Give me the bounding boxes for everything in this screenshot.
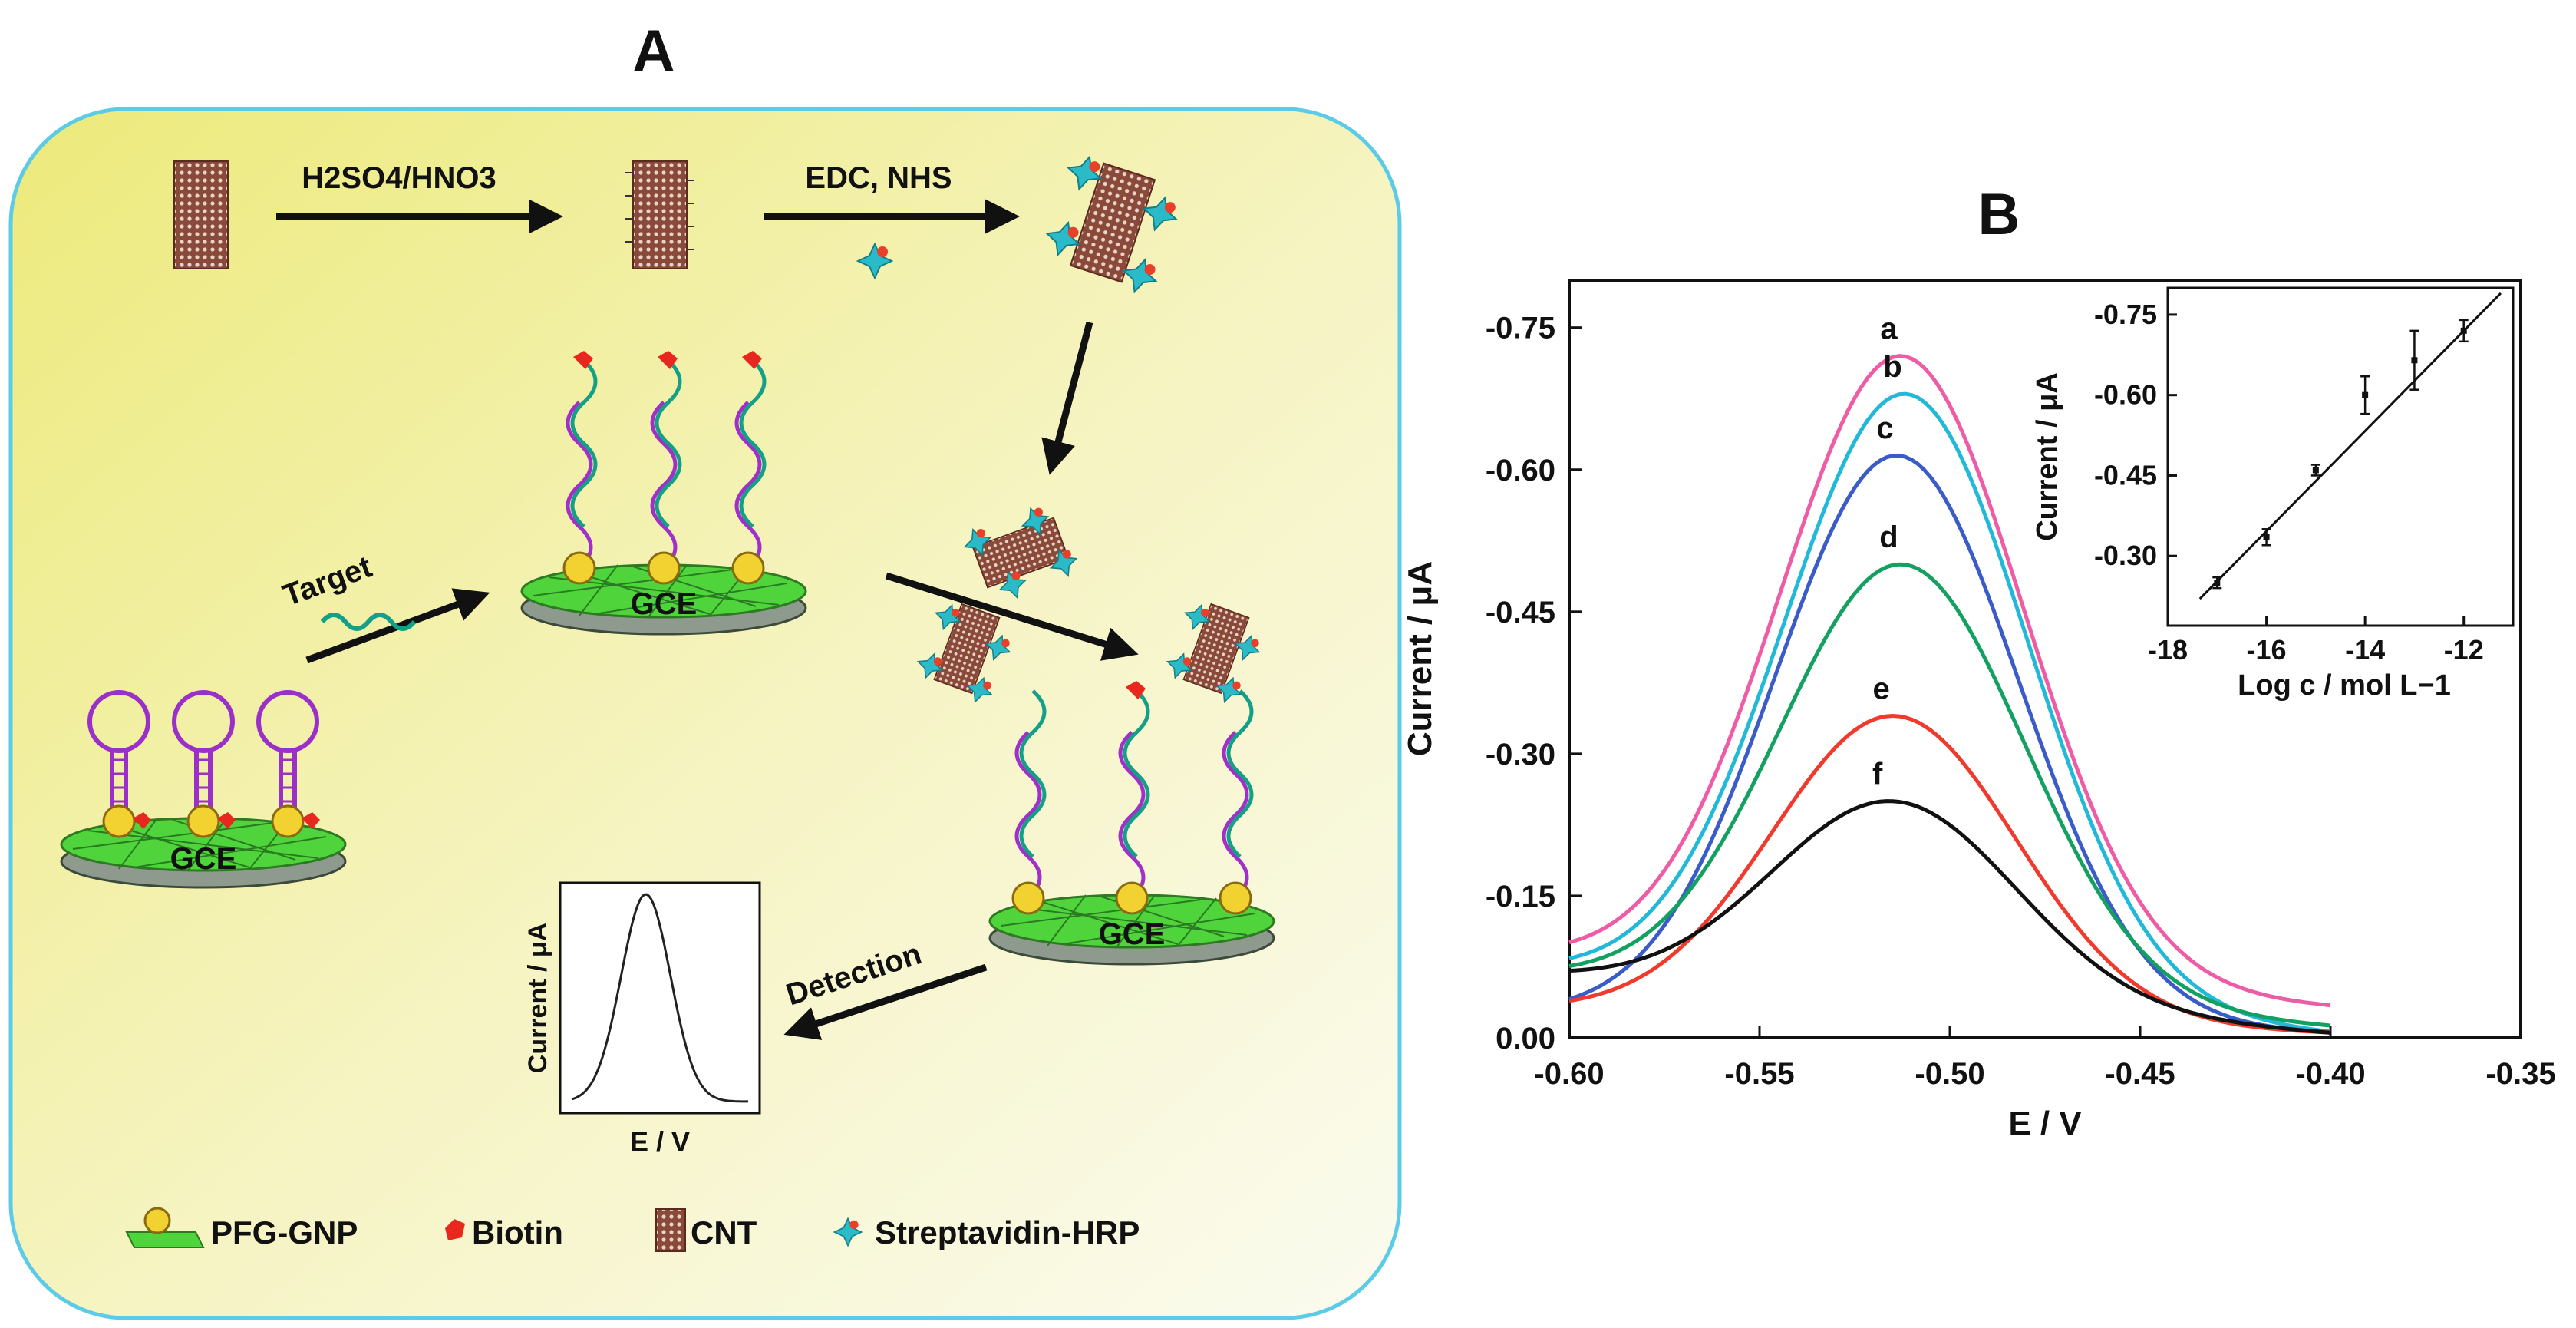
panel-a-background [8,107,1402,1320]
coupling-label: EDC, NHS [805,161,952,195]
dpv-curve-label-c: c [1876,411,1893,445]
dpv-ylabel: Current / μA [1401,561,1439,756]
labeling-arrow [885,572,1139,661]
inset-data-point [2460,327,2467,334]
probe-electrode: GCE [60,692,347,889]
panel-a-label: A [633,18,675,84]
mini-dpv-plot: Current / μA E / V [523,881,761,1158]
dpv-xtick-label: -0.35 [2485,1057,2555,1091]
dpv-xtick-label: -0.50 [1915,1057,1984,1091]
labeled-electrode: GCE [913,600,1275,966]
inset-xlabel: Log c / mol L−1 [2238,669,2451,702]
legend-label-cnt: CNT [691,1214,757,1250]
inset-data-point [2214,580,2221,586]
dpv-curve-label-e: e [1872,672,1889,706]
dpv-ytick-label: -0.75 [1486,312,1555,345]
mini-dpv-curve [571,893,748,1103]
mini-plot-ylabel: Current / μA [523,923,552,1073]
dpv-curve-c [1568,453,2331,1034]
dpv-curve-label-a: a [1880,312,1898,346]
oxidized-cnt-icon [632,160,688,269]
dpv-curve-label-d: d [1879,520,1898,554]
legend: PFG-GNP Biotin CNT Streptavidin-HRP [125,1207,1140,1252]
dpv-ytick-label: -0.30 [1486,738,1555,771]
detection-arrow [783,963,988,1040]
inset-xtick-label: -18 [2148,634,2188,666]
dpv-xlabel: E / V [2008,1105,2082,1142]
legend-label-pfg-gnp: PFG-GNP [211,1214,358,1250]
hybridized-electrode: GCE [520,351,807,636]
panel-b-label: B [1978,182,2020,247]
carboxyl-groups [625,172,694,250]
pristine-cnt-icon [173,160,229,269]
inset-ylabel: Current / μA [2031,372,2063,541]
gce-label-labeled: GCE [1099,917,1166,951]
inset-data-point [2263,534,2270,540]
acid-treatment-label: H2SO4/HNO3 [302,161,496,195]
calibration-inset: -18 -16 -14 -12 -0.30 -0.45 -0.60 -0.75 Current… [2031,286,2515,702]
dpv-ytick-label: -0.15 [1486,880,1555,913]
cnt-icon [655,1208,686,1252]
gce-label-probe: GCE [170,842,237,876]
dpv-ytick-label: -0.60 [1486,454,1555,487]
dpv-curve-label-b: b [1883,350,1901,384]
inset-ytick-label: -0.45 [2094,459,2157,491]
inset-ytick-label: -0.75 [2094,299,2157,330]
target-dna-icon [320,613,417,631]
gce-label-hybrid: GCE [631,587,698,621]
inset-data-point [2312,467,2319,474]
inset-fit-line [2198,292,2502,600]
dpv-ytick-label: 0.00 [1496,1022,1555,1055]
biotin-icon [445,1219,465,1240]
inset-data-point [2362,391,2369,398]
inset-xtick-label: -16 [2247,634,2287,666]
dpv-curve-d [1568,562,2331,1028]
dpv-xtick-label: -0.60 [1534,1057,1604,1091]
pfg-gnp-icon [125,1207,205,1248]
inset-xtick-label: -14 [2345,634,2385,666]
dpv-xtick-label: -0.55 [1724,1057,1794,1091]
inset-ytick-label: -0.60 [2094,379,2157,411]
dpv-xtick-label: -0.40 [2295,1057,2365,1091]
dpv-ytick-label: -0.45 [1486,596,1555,629]
dpv-xtick-label: -0.45 [2105,1057,2175,1091]
mini-plot-xlabel: E / V [630,1126,690,1158]
conjugate-down-arrow [1041,321,1093,475]
inset-data-point [2411,357,2418,364]
legend-label-streptavidin-hrp: Streptavidin-HRP [875,1214,1140,1250]
dpv-curve-b [1568,391,2331,1034]
dpv-curve-a [1568,354,2331,1008]
dpv-curve-f [1568,799,2331,1035]
dpv-curve-label-f: f [1872,758,1883,791]
inset-ytick-label: -0.30 [2094,540,2157,571]
inset-xtick-label: -12 [2444,634,2484,666]
legend-label-biotin: Biotin [472,1214,563,1250]
